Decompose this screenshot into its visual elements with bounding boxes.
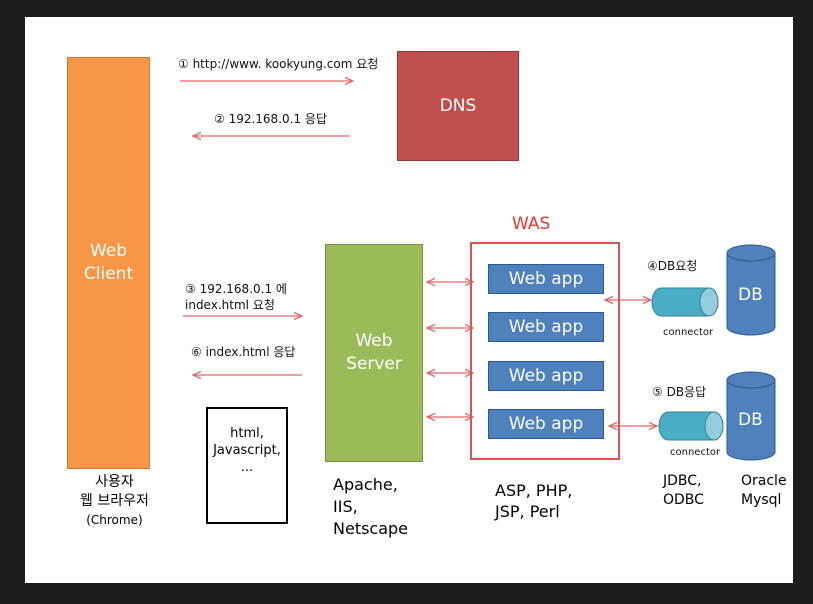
db-bottom-icon xyxy=(726,371,776,461)
dns-box: DNS xyxy=(397,51,519,161)
web-server-label-line1: Web xyxy=(355,331,393,351)
html-js-box: html, Javascript, ... xyxy=(206,407,288,524)
html-js-line2: Javascript, xyxy=(213,443,281,458)
client-caption-line1: 사용자 xyxy=(95,474,134,490)
server-caption-line2: IIS, xyxy=(333,497,358,516)
connector-top-icon xyxy=(651,287,719,317)
web-client-box: Web Client xyxy=(67,57,150,469)
message-1: ① http://www. kookyung.com 요청 xyxy=(178,57,379,71)
db-top-label: DB xyxy=(738,285,763,305)
arrows-layer xyxy=(180,17,776,461)
db-caption: Oracle Mysql xyxy=(741,472,787,510)
message-2: ② 192.168.0.1 응답 xyxy=(214,112,327,126)
driver-caption-line2: ODBC xyxy=(663,492,704,508)
message-5: ⑤ DB응답 xyxy=(652,385,707,399)
db-caption-line2: Mysql xyxy=(741,492,782,508)
web-server-box: Web Server xyxy=(325,244,423,462)
html-js-line3: ... xyxy=(240,460,254,475)
connector-bottom-label: connector xyxy=(670,447,721,458)
web-client-label-line1: Web xyxy=(89,241,128,261)
web-client-label-line2: Client xyxy=(83,264,134,284)
web-app-3: Web app xyxy=(488,361,604,391)
was-title: WAS xyxy=(512,214,551,234)
was-caption: ASP, PHP, JSP, Perl xyxy=(495,480,572,522)
web-server-label-line2: Server xyxy=(346,354,402,374)
message-3-line2: index.html 요청 xyxy=(185,298,275,312)
client-caption-line2: 웹 브라우저 xyxy=(80,493,149,509)
client-caption-line3: (Chrome) xyxy=(86,513,143,527)
was-caption-line1: ASP, PHP, xyxy=(495,481,573,500)
connector-top-label: connector xyxy=(663,327,714,338)
db-top-icon xyxy=(726,244,776,336)
driver-caption: JDBC, ODBC xyxy=(663,472,704,510)
message-4: ④DB요청 xyxy=(647,259,698,273)
web-app-2: Web app xyxy=(488,312,604,342)
db-bottom-label: DB xyxy=(738,410,763,430)
server-caption: Apache, IIS, Netscape xyxy=(333,474,408,540)
web-app-1: Web app xyxy=(488,264,604,294)
was-caption-line2: JSP, Perl xyxy=(495,502,560,521)
message-6: ⑥ index.html 응답 xyxy=(191,345,296,359)
dns-label: DNS xyxy=(439,96,477,116)
was-container: Web app Web app Web app Web app xyxy=(470,242,620,460)
connector-bottom-icon xyxy=(658,411,724,441)
message-3-line1: ③ 192.168.0.1 에 xyxy=(185,282,287,296)
web-app-4: Web app xyxy=(488,409,604,439)
server-caption-line1: Apache, xyxy=(333,475,398,494)
server-caption-line3: Netscape xyxy=(333,519,409,538)
driver-caption-line1: JDBC, xyxy=(663,473,702,489)
diagram-canvas: Web Client DNS Web Server WAS Web app We… xyxy=(25,17,793,583)
db-caption-line1: Oracle xyxy=(741,473,787,489)
html-js-line1: html, xyxy=(230,426,264,441)
client-caption: 사용자 웹 브라우저 (Chrome) xyxy=(80,473,149,530)
